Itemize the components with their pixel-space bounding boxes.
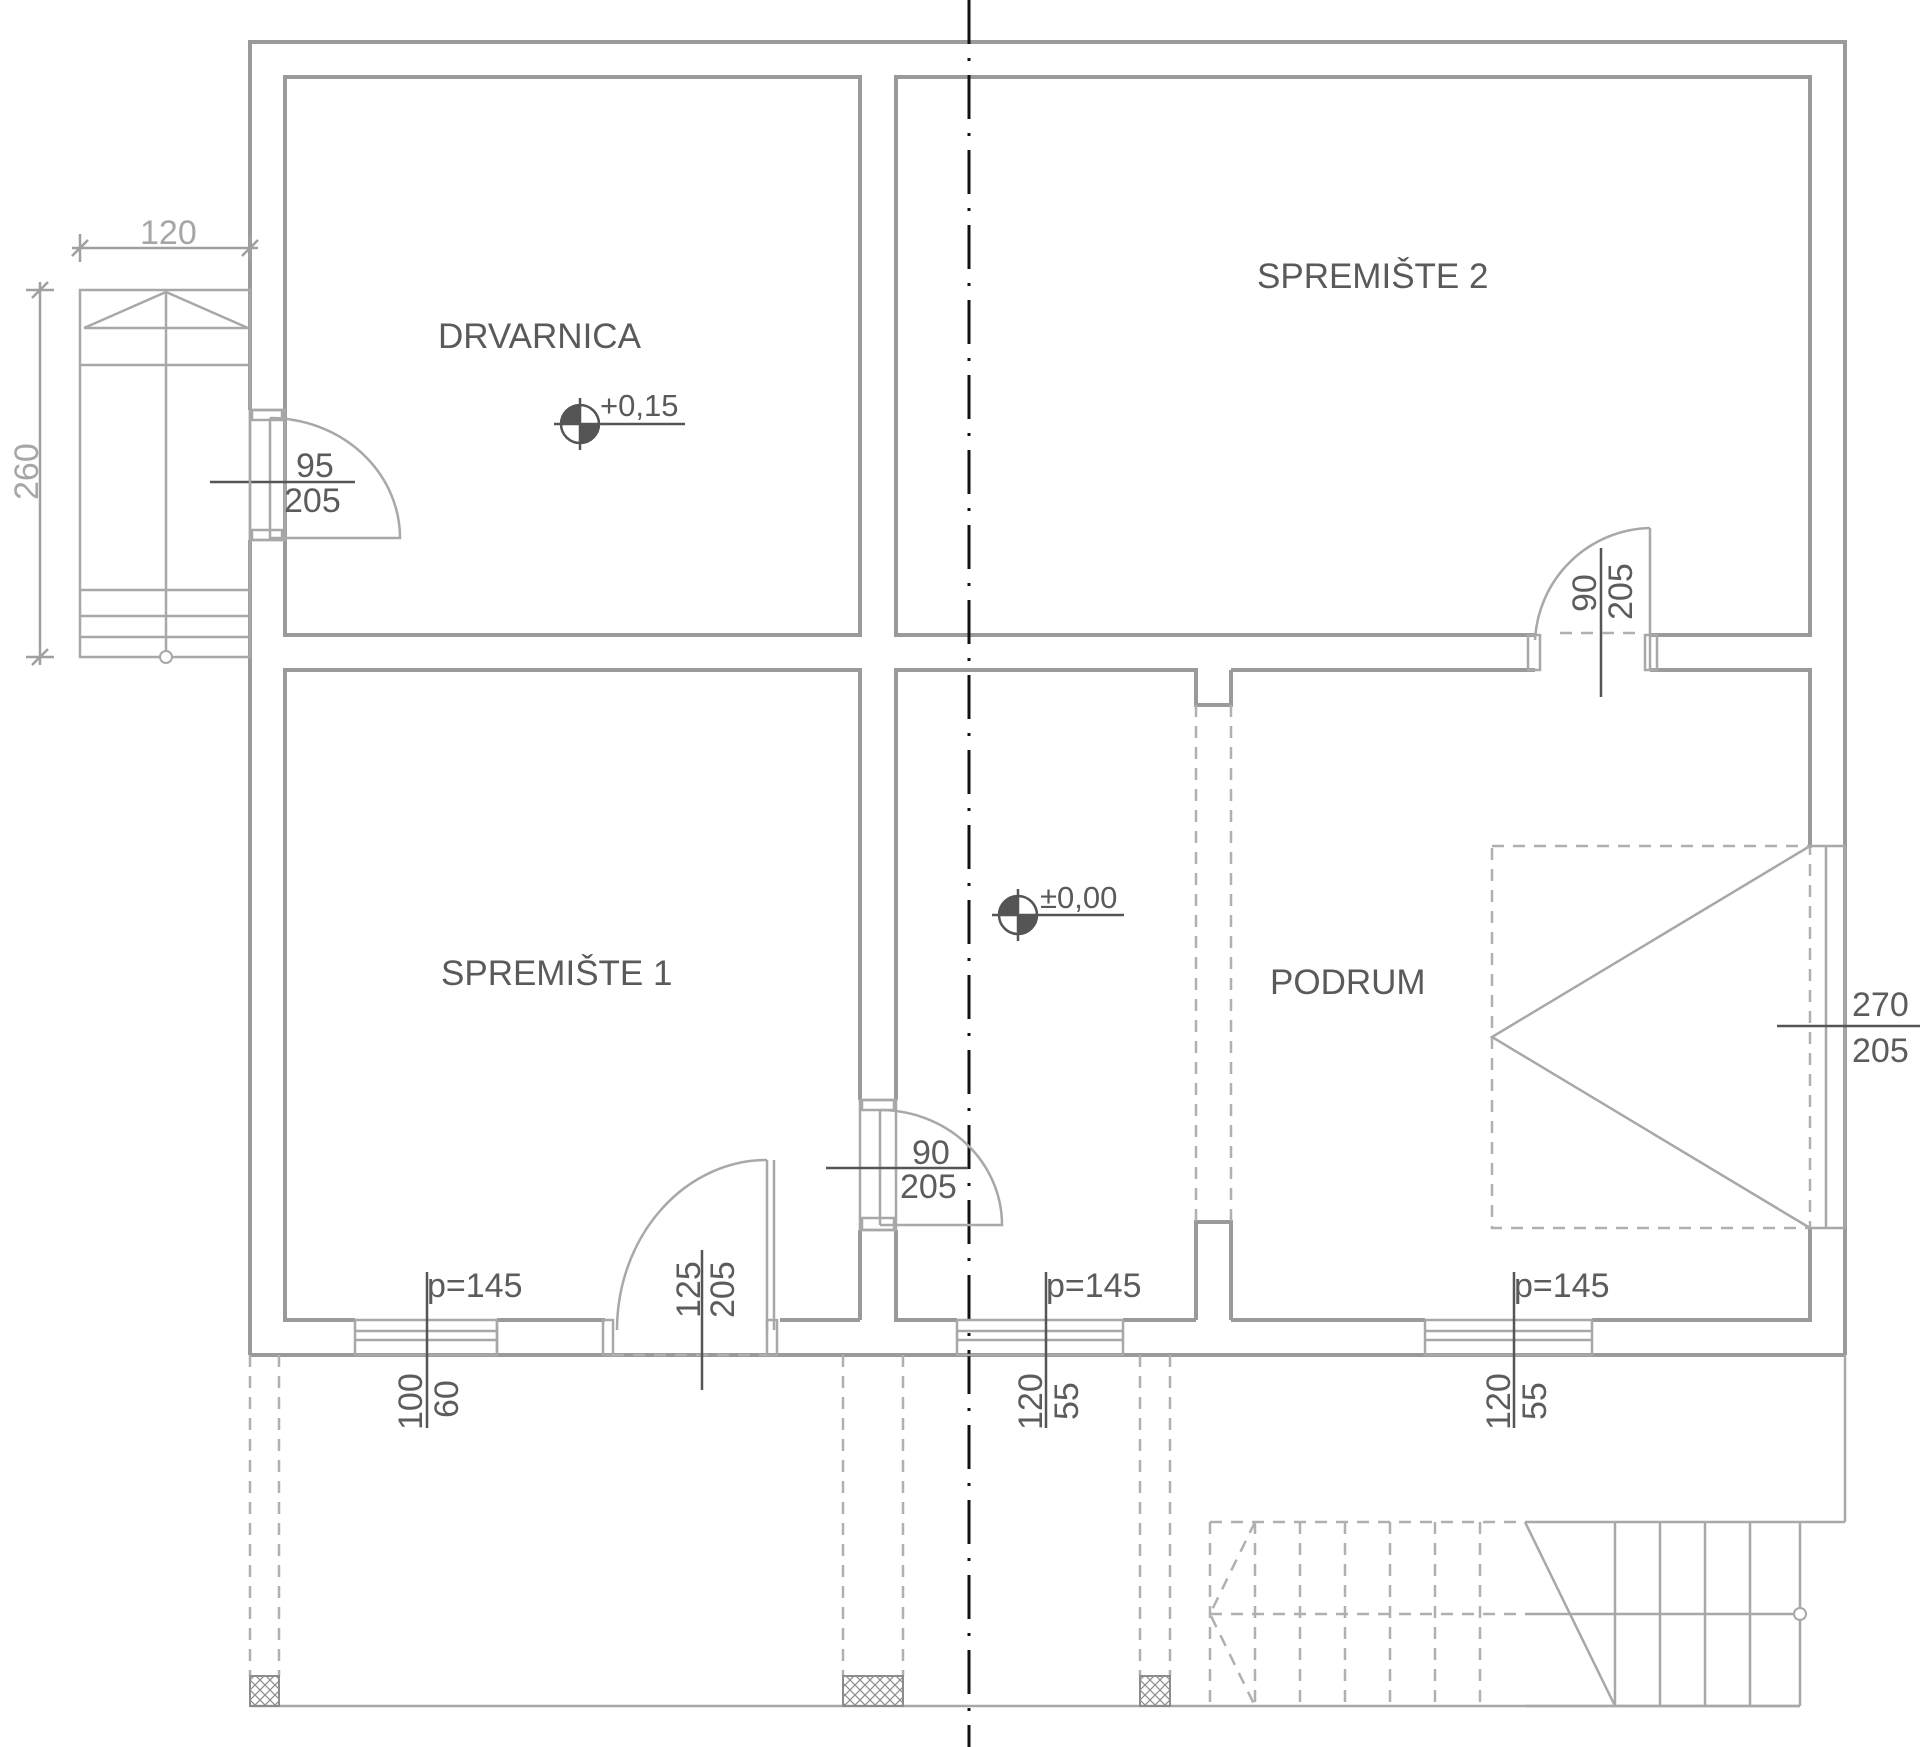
level-marker-drvarnica: +0,15 — [554, 388, 685, 450]
door-drvarnica-height: 205 — [284, 482, 341, 520]
level-drvarnica: +0,15 — [600, 388, 678, 423]
window-2-width: 120 — [1012, 1373, 1050, 1430]
door-spremiste-2: 90 205 — [1526, 526, 1659, 697]
door-podrum-width: 270 — [1852, 986, 1909, 1024]
outer-walls — [248, 40, 1847, 1357]
room-spremiste-1: SPREMIŠTE 1 — [283, 668, 862, 1322]
column-2 — [842, 1675, 904, 1707]
stair-width-label: 120 — [140, 214, 197, 252]
door-spremiste-1-exterior: 125 205 — [601, 1158, 779, 1390]
window-2-parapet: p=145 — [1046, 1267, 1142, 1305]
door-hall-height: 205 — [900, 1168, 957, 1206]
door-drvarnica-width: 95 — [296, 447, 334, 485]
window-3: p=145 120 55 — [1423, 1267, 1610, 1430]
column-3 — [1139, 1675, 1171, 1707]
level-marker-hall: ±0,00 — [992, 880, 1124, 941]
room-label-spremiste-2: SPREMIŠTE 2 — [1257, 257, 1488, 296]
door-spremiste-1-height: 205 — [704, 1261, 742, 1318]
level-hall: ±0,00 — [1040, 880, 1117, 915]
window-1: p=145 100 60 — [353, 1267, 523, 1430]
room-label-podrum: PODRUM — [1270, 963, 1426, 1002]
window-2: p=145 120 55 — [955, 1267, 1142, 1430]
door-spremiste-2-height: 205 — [1602, 563, 1640, 620]
room-drvarnica: DRVARNICA — [283, 75, 862, 637]
exterior-stair-bottom — [1208, 1520, 1807, 1708]
hall — [894, 668, 1233, 1322]
column-1 — [249, 1675, 280, 1707]
window-2-height: 55 — [1048, 1382, 1086, 1420]
window-3-width: 120 — [1480, 1373, 1518, 1430]
door-drvarnica: 95 205 — [210, 408, 402, 542]
room-label-spremiste-1: SPREMIŠTE 1 — [441, 954, 672, 993]
window-3-height: 55 — [1516, 1382, 1554, 1420]
room-label-drvarnica: DRVARNICA — [438, 317, 642, 356]
door-hall-width: 90 — [912, 1134, 950, 1172]
window-1-height: 60 — [428, 1380, 466, 1418]
door-podrum-exterior: 270 205 — [1489, 844, 1920, 1230]
door-podrum-height: 205 — [1852, 1032, 1909, 1070]
exterior-stair-left — [78, 288, 252, 664]
door-hall: 90 205 — [826, 1098, 1004, 1232]
door-spremiste-1-width: 125 — [670, 1261, 708, 1318]
room-podrum: PODRUM — [1231, 668, 1812, 1322]
stair-dimensions: 120 260 — [8, 214, 259, 666]
stair-length-label: 260 — [8, 443, 46, 500]
door-spremiste-2-width: 90 — [1566, 574, 1604, 612]
window-3-parapet: p=145 — [1514, 1267, 1610, 1305]
window-1-width: 100 — [392, 1373, 430, 1430]
window-1-parapet: p=145 — [427, 1267, 523, 1305]
room-spremiste-2: SPREMIŠTE 2 — [894, 75, 1812, 637]
wall-jambs — [248, 408, 898, 1232]
